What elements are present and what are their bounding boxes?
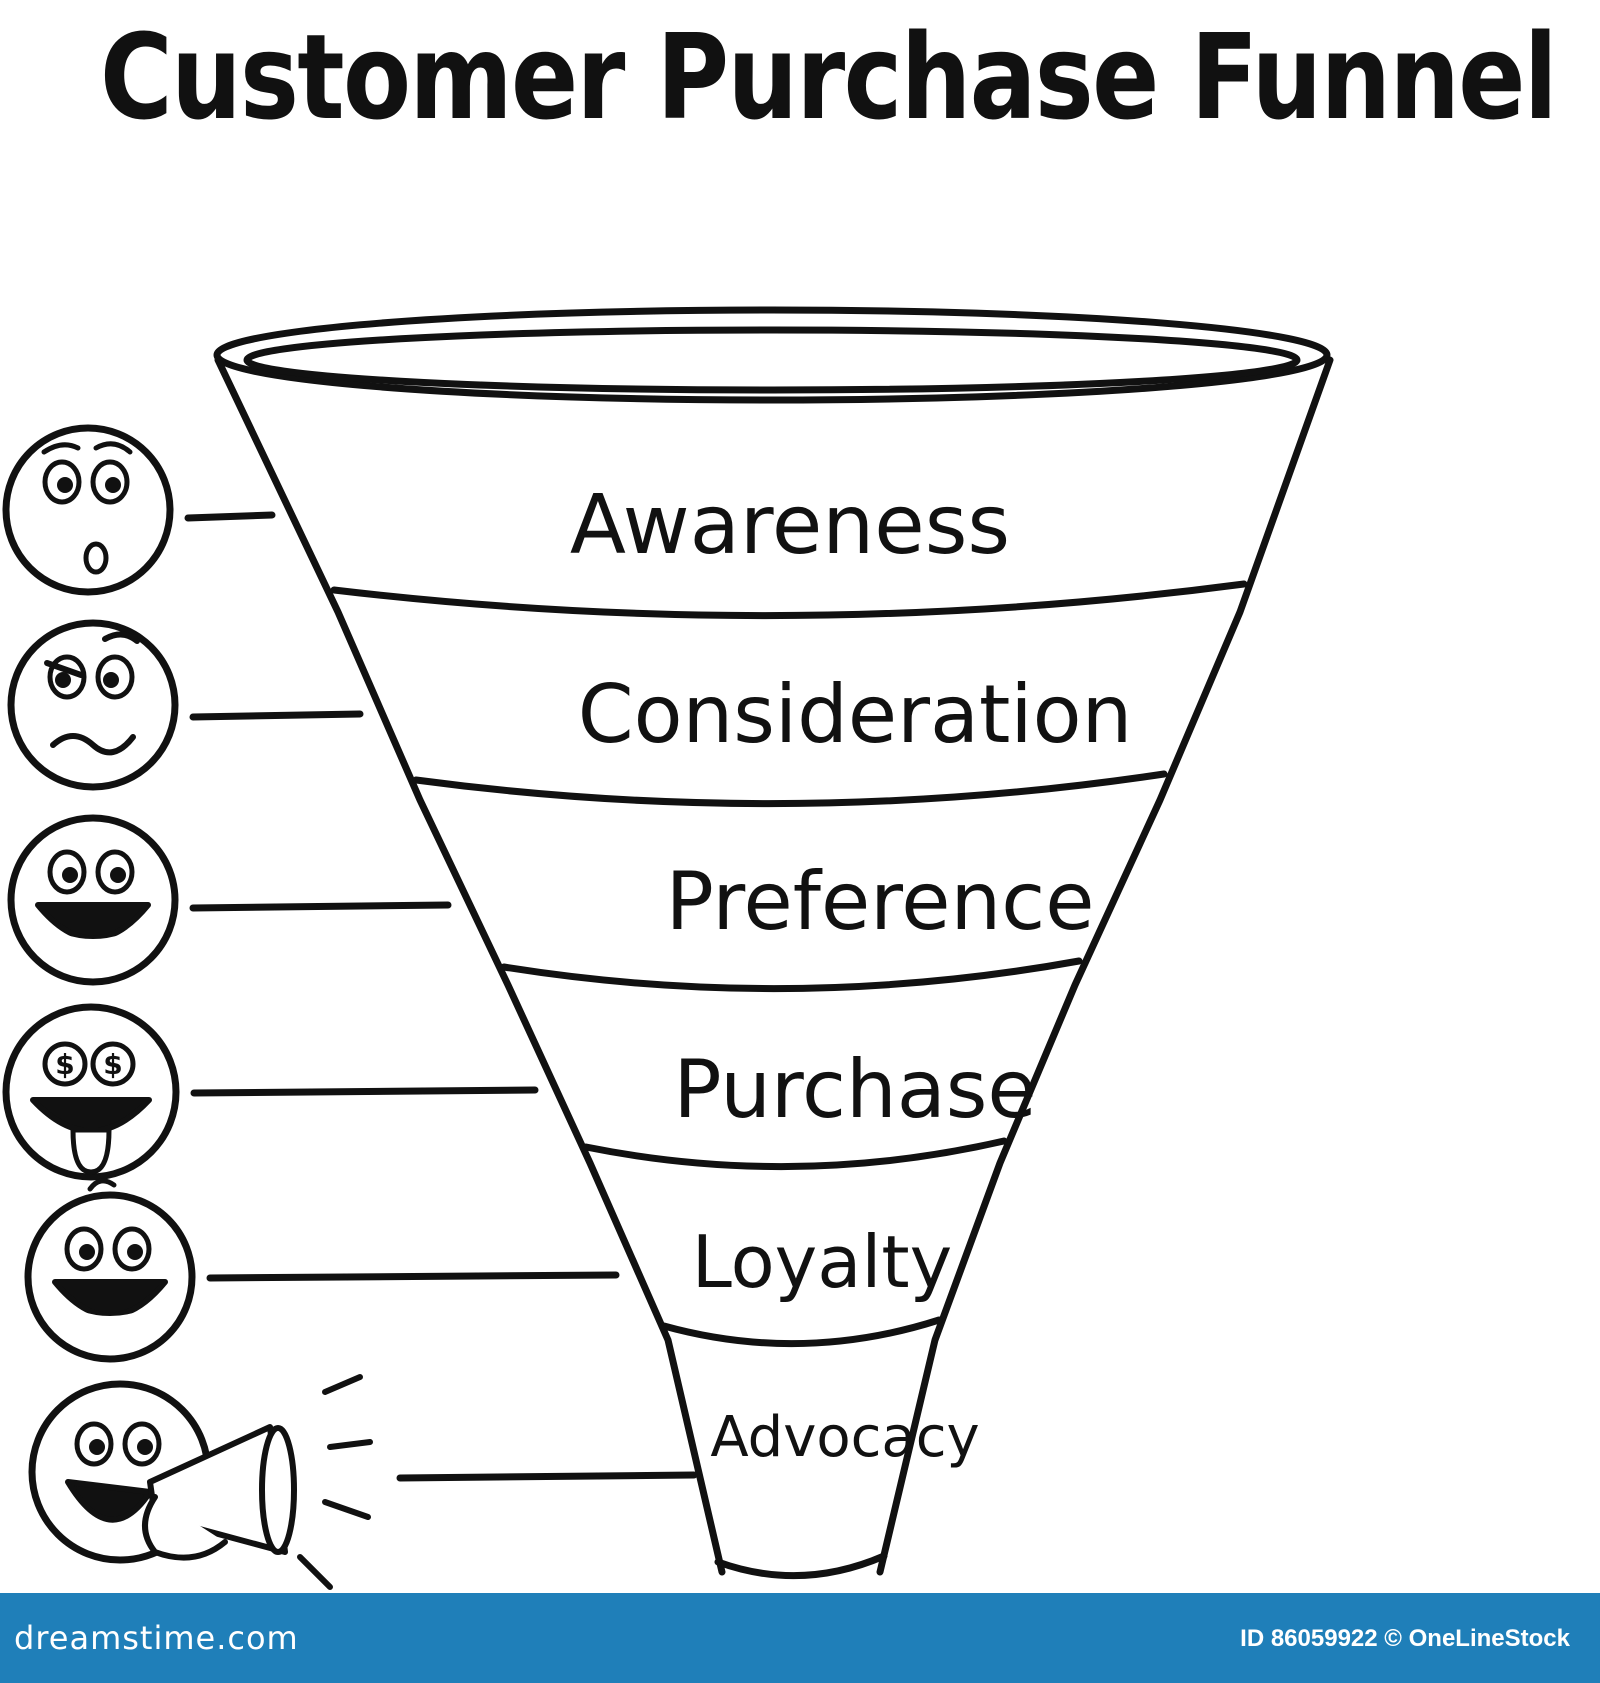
funnel-rim-outer (213, 306, 1331, 404)
funnel-divider (330, 580, 1248, 620)
funnel-graphic: $$ (2, 306, 1334, 1590)
funnel-divider (412, 770, 1168, 808)
stage-label-purchase: Purchase (673, 1043, 1037, 1136)
happy-face-icon (7, 814, 179, 986)
connector-line (184, 511, 276, 522)
stage-label-consideration: Consideration (577, 668, 1133, 761)
funnel-right-wall (876, 356, 1334, 1576)
stage-label-awareness: Awareness (569, 478, 1011, 573)
funnel-divider (660, 1316, 943, 1348)
stage-label-loyalty: Loyalty (691, 1220, 953, 1304)
svg-text:$: $ (103, 1048, 122, 1081)
skeptical-face-icon (7, 619, 179, 791)
funnel-rim-inner (243, 326, 1301, 394)
funnel-divider (500, 957, 1083, 993)
svg-text:$: $ (55, 1048, 74, 1081)
confused-face-icon (2, 424, 174, 596)
diagram-title: Customer Purchase Funnel (100, 8, 1558, 146)
funnel-divider (714, 1552, 888, 1580)
stage-label-preference: Preference (665, 855, 1095, 948)
funnel-left-wall (214, 356, 726, 1576)
connector-line (189, 710, 364, 721)
dollar-eyes-face-icon: $$ (2, 1003, 180, 1181)
connector-line (189, 901, 452, 912)
joyful-face-icon (24, 1178, 196, 1363)
connector-line (190, 1086, 539, 1097)
connector-line (396, 1471, 698, 1482)
footer-credit: ID 86059922 © OneLineStock (1240, 1625, 1570, 1652)
footer-bar: dreamstime.com ID 86059922 © OneLineStoc… (0, 1593, 1600, 1683)
connector-line (206, 1271, 620, 1282)
stage-label-advocacy: Advocacy (710, 1405, 980, 1470)
footer-brand: dreamstime.com (14, 1619, 299, 1657)
funnel-divider (582, 1137, 1008, 1171)
megaphone-face-icon (28, 1374, 373, 1590)
